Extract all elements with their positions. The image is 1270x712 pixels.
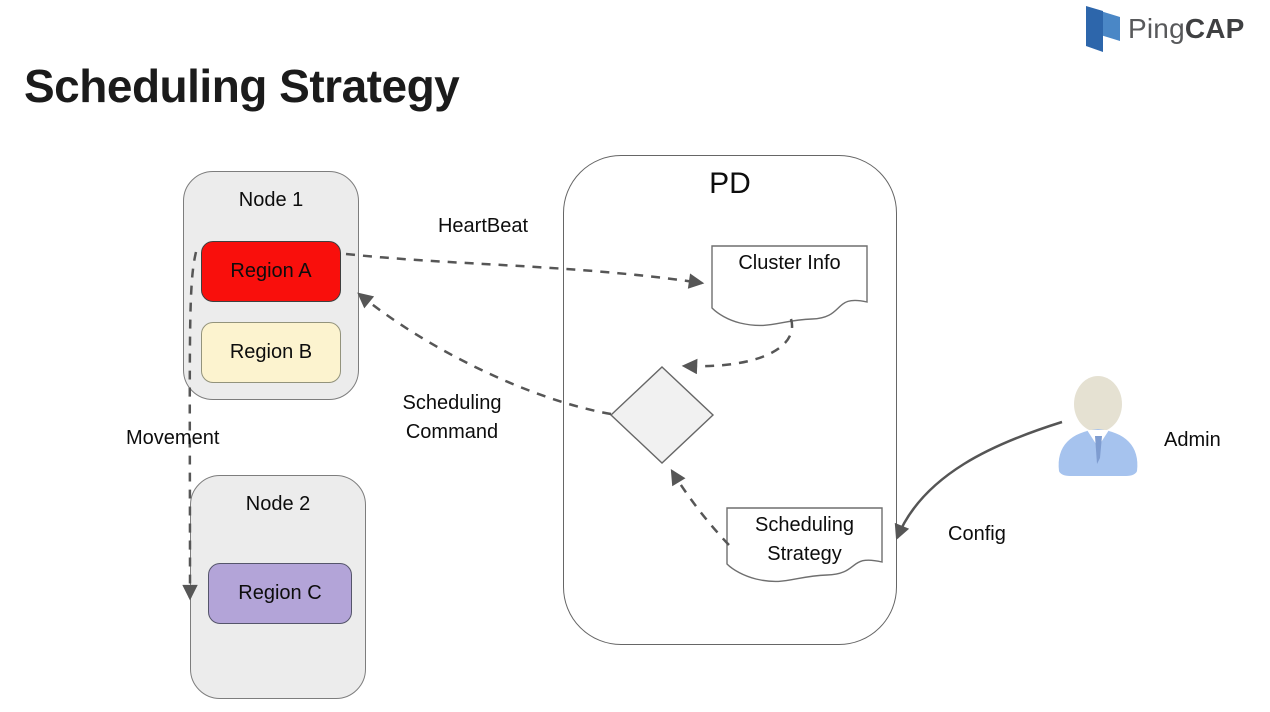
node-2-label: Node 2 [245, 493, 311, 515]
pd-label: PD [709, 167, 751, 200]
movement-label: Movement [126, 427, 220, 449]
cluster-info-label: Cluster Info [738, 252, 841, 274]
node-1-label: Node 1 [238, 189, 304, 211]
admin-label: Admin [1164, 429, 1221, 451]
pd-box: PD [563, 155, 897, 645]
heartbeat-label: HeartBeat [437, 215, 529, 237]
scheduling-command-label: Scheduling Command [402, 392, 502, 443]
logo-text-ping: Ping [1128, 13, 1185, 44]
admin-person-icon [1058, 376, 1138, 476]
config-label: Config [948, 523, 1006, 545]
pingcap-wordmark: PingCAP [1128, 13, 1245, 45]
logo-text-cap: CAP [1184, 13, 1245, 44]
page-title: Scheduling Strategy [24, 60, 460, 112]
node-2-box: Node 2 Region C [190, 475, 366, 699]
region-a-box: Region A [201, 241, 341, 302]
config-arrow [894, 420, 1063, 541]
region-b-box: Region B [201, 322, 341, 383]
node-1-box: Node 1 Region A Region B [183, 171, 359, 400]
pingcap-logo-icon [1086, 6, 1120, 52]
scheduling-strategy-label: Scheduling Strategy [755, 514, 854, 565]
region-c-box: Region C [208, 563, 352, 624]
pingcap-logo: PingCAP [1084, 4, 1245, 54]
logo-dark-shape [1086, 6, 1103, 52]
